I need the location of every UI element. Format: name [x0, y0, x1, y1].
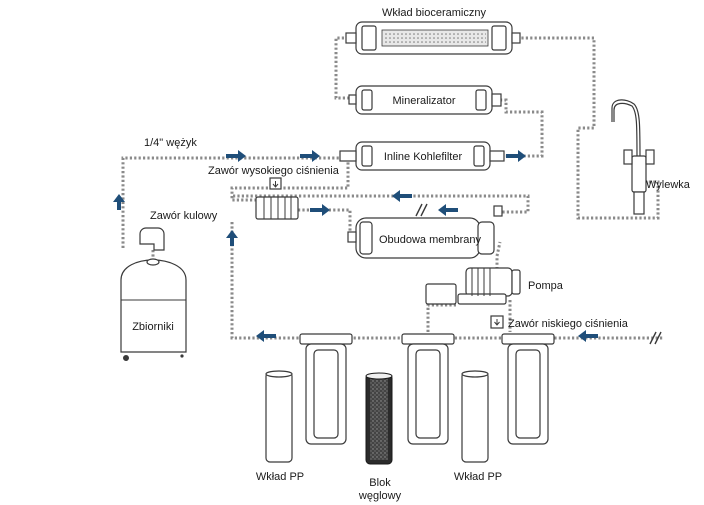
tank-label: Zbiorniki: [132, 321, 174, 333]
low-pressure-valve: Zawór niskiego ciśnienia: [490, 315, 629, 330]
filter-housing-1: [299, 333, 353, 445]
pipe-pump-return: [230, 222, 316, 340]
pipe-bioceramic-mineralizer: [334, 36, 352, 100]
arrow-icon: [438, 204, 458, 216]
bioceramic-label: Wkład bioceramiczny: [382, 7, 486, 19]
ball-valve-label: Zawór kulowy: [150, 210, 218, 222]
pipe-mineralizer-inline: [500, 98, 544, 158]
pipe-valve-membrane: [298, 208, 352, 232]
pump-label: Pompa: [528, 280, 564, 292]
storage-tank: Zbiorniki: [120, 258, 187, 361]
pipe-bioceramic-faucet: [517, 36, 660, 220]
mineralizer: Mineralizator: [348, 85, 502, 115]
tube-label: 1/4" wężyk: [144, 137, 197, 149]
pipes: [121, 36, 664, 340]
carbon-block-label-1: Blok: [369, 477, 391, 489]
pp-cartridge-right: Wkład PP: [454, 370, 502, 483]
arrow-icon: [310, 204, 330, 216]
carbon-block: Blok węglowy: [358, 372, 402, 502]
pipe-pump-membrane: [495, 241, 502, 278]
pp-left-label: Wkład PP: [256, 471, 304, 483]
flow-arrows: [113, 150, 598, 342]
membrane-label: Obudowa membrany: [379, 234, 482, 246]
filter-housing-2: [401, 333, 455, 445]
high-pressure-valve-label: Zawór wysokiego ciśnienia: [208, 165, 340, 177]
break-marks: [415, 203, 662, 345]
pump: Pompa: [425, 267, 564, 305]
faucet-label: Wylewka: [646, 179, 691, 191]
carbon-block-label-2: węglowy: [358, 490, 402, 502]
arrow-icon: [256, 330, 276, 342]
pipe-membrane-reject: [232, 194, 530, 214]
arrow-icon: [300, 150, 320, 162]
pp-cartridge-left: Wkład PP: [256, 370, 304, 483]
ball-valve: Zawór kulowy: [139, 210, 218, 251]
high-pressure-valve: Zawór wysokiego ciśnienia: [208, 165, 340, 190]
pp-right-label: Wkład PP: [454, 471, 502, 483]
filter-housing-3: [501, 333, 555, 445]
mineralizer-label: Mineralizator: [393, 95, 456, 107]
arrow-icon: [226, 230, 238, 246]
membrane-housing: Obudowa membrany: [347, 205, 503, 259]
pipe-housing-pump: [426, 303, 458, 332]
arrow-icon: [506, 150, 526, 162]
bioceramic-cartridge: Wkład bioceramiczny: [345, 7, 521, 55]
pipe-tank-inline: [121, 156, 340, 248]
arrow-icon: [226, 150, 246, 162]
arrow-icon: [578, 330, 598, 342]
inline-carbon-label: Inline Kohlefilter: [384, 151, 463, 163]
check-valve: [255, 196, 299, 220]
inline-carbon-filter: Inline Kohlefilter: [339, 141, 505, 171]
low-pressure-valve-label: Zawór niskiego ciśnienia: [508, 318, 629, 330]
pipe-high-pressure-loop: [230, 158, 350, 202]
faucet: Wylewka: [611, 99, 691, 215]
arrow-icon: [392, 190, 412, 202]
arrow-icon: [113, 194, 125, 210]
